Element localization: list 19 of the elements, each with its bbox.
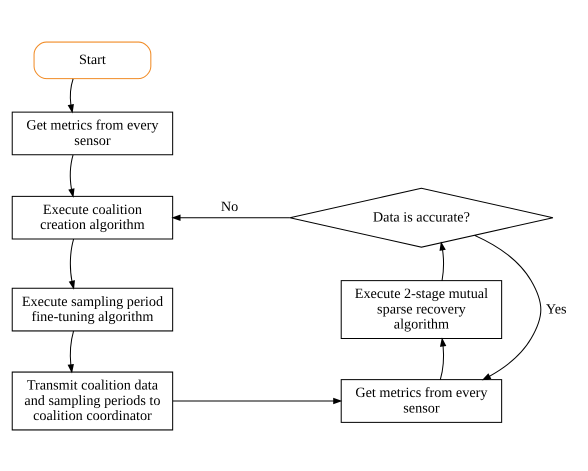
arrow xyxy=(68,238,75,290)
arrow xyxy=(440,240,446,280)
node-box: Execute 2-stage mutual sparse recovery algorithm xyxy=(340,280,502,339)
node-box: Execute sampling period fine-tuning algorithm xyxy=(12,287,174,331)
arrow xyxy=(68,78,74,114)
arrow xyxy=(68,330,74,373)
arrow xyxy=(68,154,75,198)
node-box: Execute coalition creation algorithm xyxy=(12,195,174,240)
arrow xyxy=(474,234,542,380)
arrow xyxy=(440,336,446,380)
edge-label: Yes xyxy=(546,300,567,317)
node-box: Get metrics from every sensor xyxy=(12,111,174,155)
node-box: Get metrics from every sensor xyxy=(340,378,502,422)
arrow xyxy=(171,214,290,220)
edge-label: No xyxy=(220,198,238,214)
node-box: Transmit coalition data and sampling periods to coalition coordinator xyxy=(12,371,174,430)
node-box: Start xyxy=(34,41,152,79)
arrow xyxy=(172,397,342,404)
node-diamond: Data is accurate? xyxy=(289,187,554,248)
